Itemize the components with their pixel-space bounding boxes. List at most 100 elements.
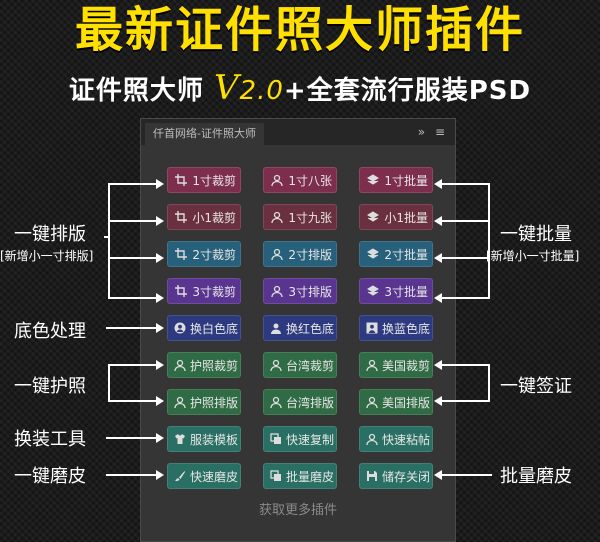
arrow-right-icon [156,360,164,370]
panel-controls: » ≡ [412,123,445,141]
portrait-icon [174,394,186,410]
user-circle-icon [174,320,186,336]
btn-1cun-batch[interactable]: 1寸批量 [359,167,433,193]
btn-save-close[interactable]: 储存关闭 [359,463,433,489]
arrow-right-icon [156,470,164,480]
portrait-icon [270,357,282,373]
btn-batch-smooth[interactable]: 批量磨皮 [263,463,337,489]
layers-icon [366,172,380,188]
btn-small1-batch[interactable]: 小1批量 [359,204,433,230]
btn-white-bg[interactable]: 换白色底 [167,315,241,341]
portrait-icon [270,283,284,299]
arrow-right-icon [156,433,164,443]
btn-2cun-layout[interactable]: 2寸排版 [263,241,337,267]
label-one-click-batch: 一键批量 [500,224,572,245]
layers-icon [366,209,380,225]
arrow-right-icon [156,179,164,189]
arrow-left-icon [434,360,442,370]
portrait-icon [270,209,284,225]
btn-taiwan-layout[interactable]: 台湾排版 [263,389,337,415]
banner-subtitle: 证件照大师 V2.0+全套流行服装PSD [0,66,600,110]
crop-icon [174,172,188,188]
label-clothes-tool: 换装工具 [14,429,86,450]
portrait-icon [270,394,282,410]
label-one-click-smooth: 一键磨皮 [14,466,86,487]
connector-line [488,183,490,299]
btn-1cun-nine[interactable]: 1寸九张 [263,204,337,230]
btn-taiwan-crop[interactable]: 台湾裁剪 [263,352,337,378]
connector-line [440,183,490,185]
connector-line [440,400,490,402]
connector-line [108,400,158,402]
connector-line [108,297,158,299]
btn-quick-smooth[interactable]: 快速磨皮 [167,463,241,489]
portrait-icon [366,394,378,410]
btn-passport-layout[interactable]: 护照排版 [167,389,241,415]
get-more-plugins-link[interactable]: 获取更多插件 [258,503,337,518]
connector-line [440,220,490,222]
label-batch-smooth: 批量磨皮 [500,466,572,487]
label-batch-note: [新增小一寸批量] [486,249,580,263]
connector-line [106,437,158,439]
portrait-icon [270,172,284,188]
copy-icon [270,468,282,484]
connector-line [106,327,158,329]
btn-blue-bg[interactable]: 换蓝色底 [359,315,433,341]
connector-line [108,220,158,222]
btn-quick-copy[interactable]: 快速复制 [263,426,337,452]
label-layout-note: [新增小一寸排版] [0,249,94,263]
user-icon [270,320,282,336]
banner-title: 最新证件照大师插件 [74,2,525,58]
btn-passport-crop[interactable]: 护照裁剪 [167,352,241,378]
subtitle-suffix: +全套流行服装PSD [283,76,532,106]
btn-usa-crop[interactable]: 美国裁剪 [359,352,433,378]
connector-line [108,364,158,366]
crop-icon [174,283,188,299]
arrow-left-icon [434,293,442,303]
arrow-right-icon [156,216,164,226]
arrow-left-icon [434,470,442,480]
panel-menu-icon[interactable]: ≡ [434,125,445,139]
arrow-right-icon [156,293,164,303]
panel-header: 仟首网络-证件照大师 » ≡ [141,119,455,145]
arrow-left-icon [434,216,442,226]
connector-line [440,364,490,366]
arrow-right-icon [156,323,164,333]
btn-small1-crop[interactable]: 小1裁剪 [167,204,241,230]
connector-line [440,257,490,259]
panel-tab[interactable]: 仟首网络-证件照大师 [145,123,264,145]
btn-2cun-crop[interactable]: 2寸裁剪 [167,241,241,267]
btn-3cun-batch[interactable]: 3寸批量 [359,278,433,304]
connector-line [440,474,492,476]
btn-quick-paste[interactable]: 快速粘帖 [359,426,433,452]
collapse-icon[interactable]: » [417,125,426,139]
label-one-click-visa: 一键签证 [500,376,572,397]
subtitle-prefix: 证件照大师 [68,76,214,106]
connector-line [108,257,158,259]
btn-3cun-layout[interactable]: 3寸排版 [263,278,337,304]
crop-icon [174,246,188,262]
btn-clothes-template[interactable]: 服装模板 [167,426,241,452]
btn-1cun-crop[interactable]: 1寸裁剪 [167,167,241,193]
layers-icon [366,246,380,262]
brush-icon [174,468,186,484]
portrait-icon [366,431,378,447]
connector-line [104,236,110,238]
crop-icon [174,209,188,225]
btn-3cun-crop[interactable]: 3寸裁剪 [167,278,241,304]
arrow-left-icon [434,179,442,189]
btn-usa-layout[interactable]: 美国排版 [359,389,433,415]
save-icon [366,468,378,484]
layers-icon [366,283,380,299]
connector-line [440,297,490,299]
btn-1cun-eight[interactable]: 1寸八张 [263,167,337,193]
label-one-click-layout: 一键排版 [14,224,86,245]
btn-2cun-batch[interactable]: 2寸批量 [359,241,433,267]
label-one-click-passport: 一键护照 [14,376,86,397]
shirt-icon [174,431,186,447]
portrait-icon [366,357,378,373]
connector-line [108,364,110,402]
connector-line [106,474,158,476]
btn-red-bg[interactable]: 换红色底 [263,315,337,341]
arrow-left-icon [434,253,442,263]
